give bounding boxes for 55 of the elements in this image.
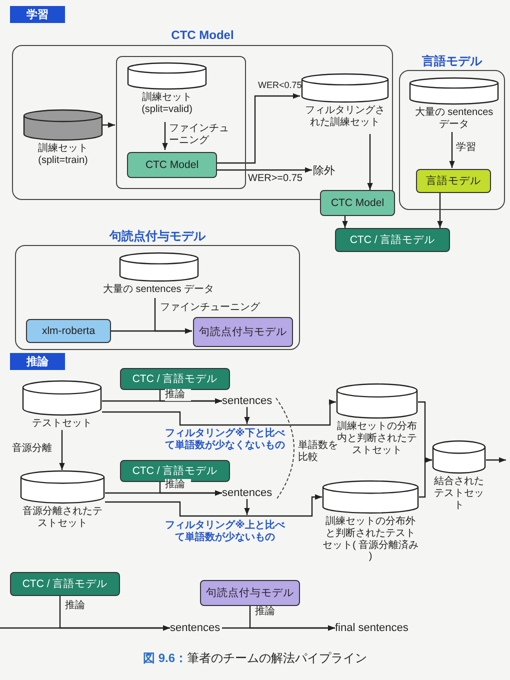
cylinder-label: フィルタリングされた訓練セット <box>304 105 386 129</box>
arrow <box>486 457 506 463</box>
arrow <box>419 457 432 498</box>
output-text: sentences <box>170 621 222 635</box>
arrow <box>437 192 443 228</box>
arrow <box>244 499 250 515</box>
cylinder-label: 音源分離されたテストセット <box>22 506 104 530</box>
arrow <box>102 398 222 404</box>
cylinder-label: 結合されたテストセット <box>433 476 485 512</box>
edge-label: 推論 <box>165 389 191 401</box>
arrow <box>110 328 192 334</box>
edge-label: ファインチューニング <box>169 123 231 147</box>
cylinder-label: 大量の sentences データ <box>414 107 494 131</box>
arrow <box>342 216 348 228</box>
model-box: 言語モデル <box>416 169 491 193</box>
arrow <box>249 606 335 631</box>
arrow <box>102 122 115 128</box>
model-box: CTC Model <box>127 152 217 178</box>
arrow <box>102 399 336 426</box>
note-text: 単語数を比較 <box>298 440 340 464</box>
filter-note: フィルタリング※上と比べて単語数が少ないもの <box>165 520 285 544</box>
group-heading: CTC Model <box>170 28 235 42</box>
arrow <box>162 122 168 150</box>
arrow <box>59 596 170 631</box>
model-box: CTC / 言語モデル <box>10 572 120 596</box>
model-box: CTC / 言語モデル <box>335 228 450 252</box>
figure-caption: 図 9.6：筆者のチームの解法パイプライン <box>142 650 368 667</box>
model-box: xlm-roberta <box>26 319 111 343</box>
arrow <box>105 490 222 496</box>
model-box: 句読点付与モデル <box>193 317 293 347</box>
output-text: 除外 <box>313 164 343 178</box>
filter-note: フィルタリング※下と比べて単語数が少なくないもの <box>165 428 285 452</box>
arrow <box>215 93 300 164</box>
cylinder-label: テストセット <box>31 418 93 430</box>
group-heading: 言語モデル <box>421 53 484 70</box>
arrow <box>244 407 250 424</box>
cylinder-label: 大量の sentences データ <box>102 284 216 296</box>
cylinder-label: 訓練セットの分布外と判断されたテストセット( 音源分離済み ) <box>322 516 419 564</box>
arrow <box>59 430 65 470</box>
section-tag: 学習 <box>10 6 65 23</box>
model-box: CTC Model <box>320 190 395 216</box>
output-text: sentences <box>222 394 272 407</box>
output-text: final sentences <box>335 621 420 635</box>
arrow <box>105 494 322 517</box>
edge-label: 推論 <box>165 479 191 491</box>
section-tag: 推論 <box>10 353 65 370</box>
arrow <box>215 167 312 173</box>
cylinder-label: 訓練セット (split=valid) <box>140 92 194 116</box>
model-box: CTC / 言語モデル <box>120 368 230 390</box>
cylinder-label: 訓練セット (split=train) <box>37 143 89 167</box>
group-heading: 句読点付与モデル <box>108 228 207 245</box>
output-text: sentences <box>222 486 272 499</box>
arrow <box>367 134 373 190</box>
model-box: 句読点付与モデル <box>200 580 300 606</box>
arrow <box>449 132 455 168</box>
